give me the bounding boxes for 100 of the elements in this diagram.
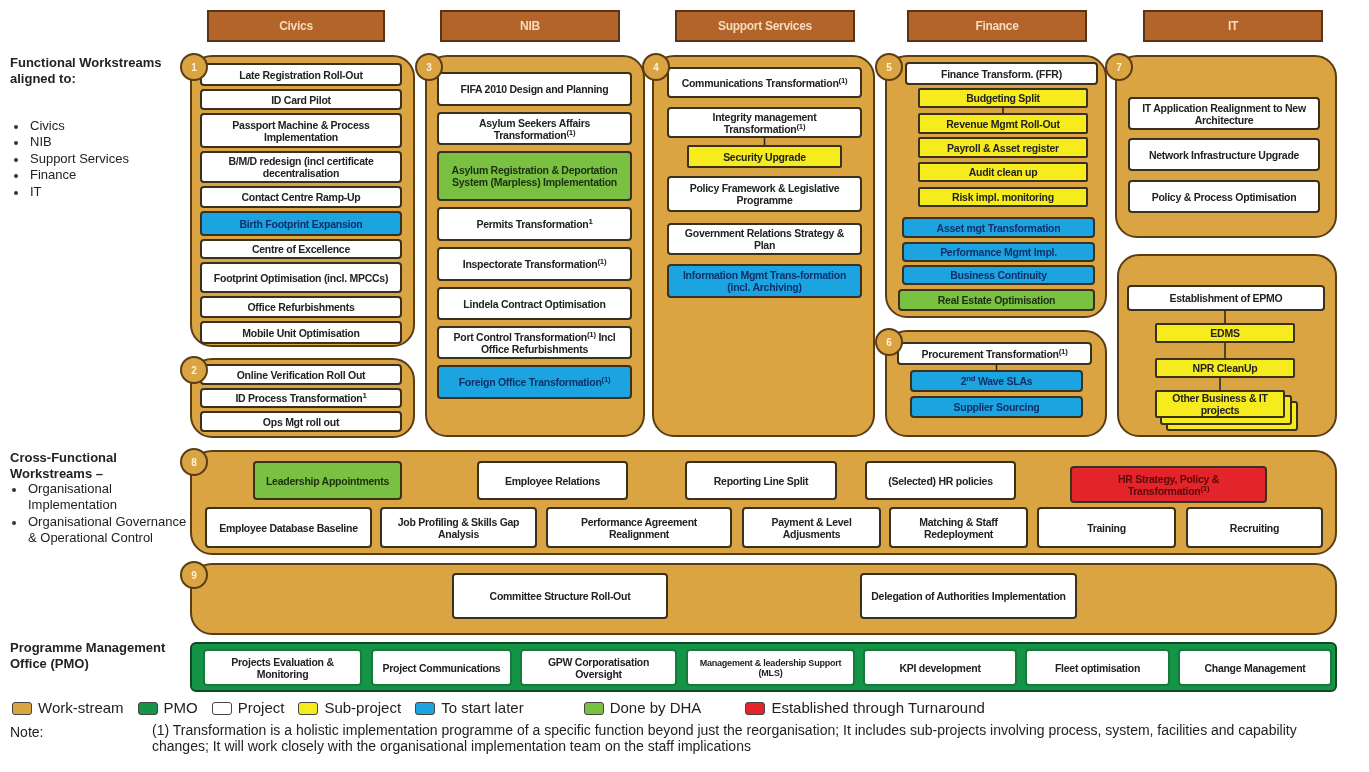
box-label: Asylum Seekers Affairs Transformation$^{(1)}$ — [477, 116, 592, 141]
box-label: Lindela Contract Optimisation — [463, 297, 606, 310]
project-box — [685, 461, 837, 500]
box-label: Network Infrastructure Upgrade — [1148, 148, 1300, 161]
box-label: Other Business & IT projects — [1171, 392, 1269, 416]
box-label: KPI development — [899, 661, 981, 674]
row-heading: Cross-Functional Workstreams – — [10, 450, 118, 482]
legend-label: To start later — [441, 698, 524, 718]
later-project-box — [200, 211, 402, 236]
project-box — [1186, 507, 1323, 548]
project-box — [437, 247, 632, 281]
box-label: Contact Centre Ramp-Up — [241, 191, 361, 203]
box-label: Information Mgmt Trans-formation (incl. Archiving) — [681, 269, 848, 293]
project-box — [200, 186, 402, 208]
number-badge: 2 — [180, 356, 208, 384]
bullet-item: Organisational Governance & Operational Control — [28, 514, 188, 546]
box-label: Finance Transform. (FFR) — [941, 67, 1062, 80]
pmo-project-box — [203, 649, 362, 686]
number-badge: 1 — [180, 53, 208, 81]
legend-label: Done by DHA — [609, 698, 702, 718]
box-label: Projects Evaluation & Monitoring — [230, 655, 335, 680]
bullet-item: Civics — [30, 118, 66, 134]
done-project-box — [898, 289, 1095, 311]
workstream-panel — [190, 450, 1337, 555]
project-box — [667, 176, 862, 212]
box-label: Policy Framework & Legislative Programme — [688, 182, 841, 206]
project-box — [1128, 180, 1320, 213]
sub-project-box — [1155, 358, 1295, 378]
legend-label: Work-stream — [38, 698, 124, 718]
box-label: Security Upgrade — [723, 150, 806, 163]
later-project-box — [910, 370, 1083, 392]
box-label: Permits Transformation$^{1}$ — [476, 218, 593, 230]
box-label: IT Application Realignment to New Architecture — [1141, 101, 1307, 126]
project-box — [200, 89, 402, 110]
workstream-panel — [190, 55, 415, 347]
box-label: Support Services — [718, 20, 812, 32]
box-label: Supplier Sourcing — [953, 401, 1040, 413]
box-label: Procurement Transformation$^{(1)}$ — [921, 347, 1068, 360]
note-text: (1) Transformation is a holistic implementation programme of a specific function beyond just the reorganisation; It includes sub-projects involving process, system, facilities and capability changes; It will work closely with the organisational implementation team on the staff implications — [152, 722, 1298, 754]
pmo-project-box — [1025, 649, 1170, 686]
box-label: Finance — [975, 20, 1019, 32]
row-heading: Programme Management Office (PMO) — [10, 640, 167, 672]
legend-label: PMO — [163, 698, 198, 718]
workstream-header — [907, 10, 1087, 42]
project-box — [200, 388, 402, 408]
bullet-item: Organisational Implementation — [28, 481, 118, 513]
workstream-panel — [652, 55, 875, 437]
project-box — [437, 287, 632, 320]
later-project-box — [667, 264, 862, 298]
bullet-item: Finance — [30, 167, 78, 183]
box-label: Audit clean up — [968, 166, 1038, 178]
workstream-panel — [425, 55, 645, 437]
sub-project-box — [918, 113, 1088, 134]
box-label: Late Registration Roll-Out — [239, 68, 363, 81]
workstream-panel — [1115, 55, 1337, 238]
bullet-item: NIB — [30, 134, 53, 150]
connector-line — [763, 137, 766, 146]
project-box — [437, 72, 632, 106]
box-label: Communications Transformation$^{(1)}$ — [681, 76, 848, 89]
box-label: Management & leadership Support (MLS) — [698, 657, 843, 678]
box-label: Revenue Mgmt Roll-Out — [946, 117, 1060, 130]
project-box — [860, 573, 1077, 619]
box-label: Payroll & Asset register — [947, 141, 1059, 154]
workstream-header — [207, 10, 385, 42]
box-label: NIB — [520, 20, 540, 32]
project-box — [897, 342, 1092, 365]
project-box — [200, 364, 402, 385]
sub-project-box — [687, 145, 842, 168]
box-label: HR Strategy, Policy & Transformation$^{(1)}$ — [1116, 472, 1221, 497]
box-label: Reporting Line Split — [713, 474, 809, 487]
project-box — [667, 67, 862, 98]
box-label: (Selected) HR policies — [888, 474, 993, 487]
workstream-panel — [190, 358, 415, 438]
project-box — [1128, 97, 1320, 130]
legend-label: Established through Turnaround — [771, 698, 985, 718]
sub-project-box — [918, 162, 1088, 182]
workstream-panel — [190, 563, 1337, 635]
workstream-panel — [885, 330, 1107, 437]
box-label: Online Verification Roll Out — [236, 368, 366, 381]
number-badge: 7 — [1105, 53, 1133, 81]
project-box — [200, 151, 402, 183]
box-label: IT — [1227, 20, 1239, 32]
box-label: Recruiting — [1229, 521, 1280, 534]
box-label: Office Refurbishments — [247, 301, 355, 313]
workstream-header — [1143, 10, 1323, 42]
box-label: EDMS — [1210, 327, 1240, 339]
box-label: Footprint Optimisation (incl. MPCCs) — [213, 271, 389, 284]
project-box — [437, 207, 632, 241]
project-box — [477, 461, 628, 500]
project-box — [200, 113, 402, 148]
project-box — [437, 112, 632, 145]
number-badge: 5 — [875, 53, 903, 81]
box-label: 2$^{nd}$ Wave SLAs — [960, 375, 1033, 387]
project-box — [1037, 507, 1176, 548]
pmo-project-box — [520, 649, 677, 686]
project-box — [667, 223, 862, 255]
later-project-box — [902, 265, 1095, 285]
project-box — [452, 573, 668, 619]
box-label: Employee Relations — [504, 474, 601, 487]
box-label: Policy & Process Optimisation — [1151, 190, 1297, 203]
